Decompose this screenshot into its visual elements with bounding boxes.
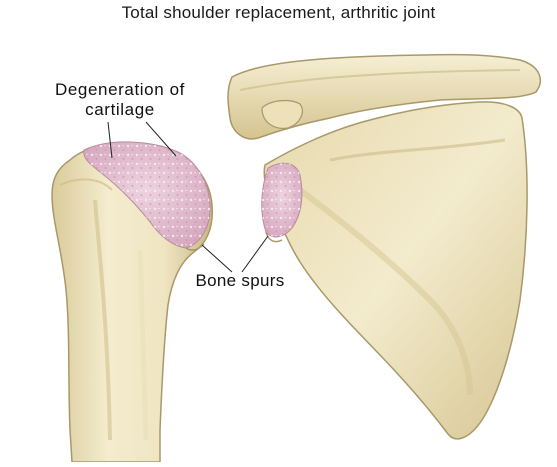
figure-title: Total shoulder replacement, arthritic jo… [0, 3, 557, 23]
cartilage-label-line1: Degeneration of [22, 80, 218, 100]
cartilage-label-line2: cartilage [22, 100, 218, 120]
cartilage-degeneration-label: Degeneration of cartilage [22, 80, 218, 120]
bone-spurs-label: Bone spurs [170, 271, 310, 291]
spur-leader-right [242, 236, 268, 272]
spur-leader-left [202, 245, 232, 272]
scapula [262, 101, 527, 439]
